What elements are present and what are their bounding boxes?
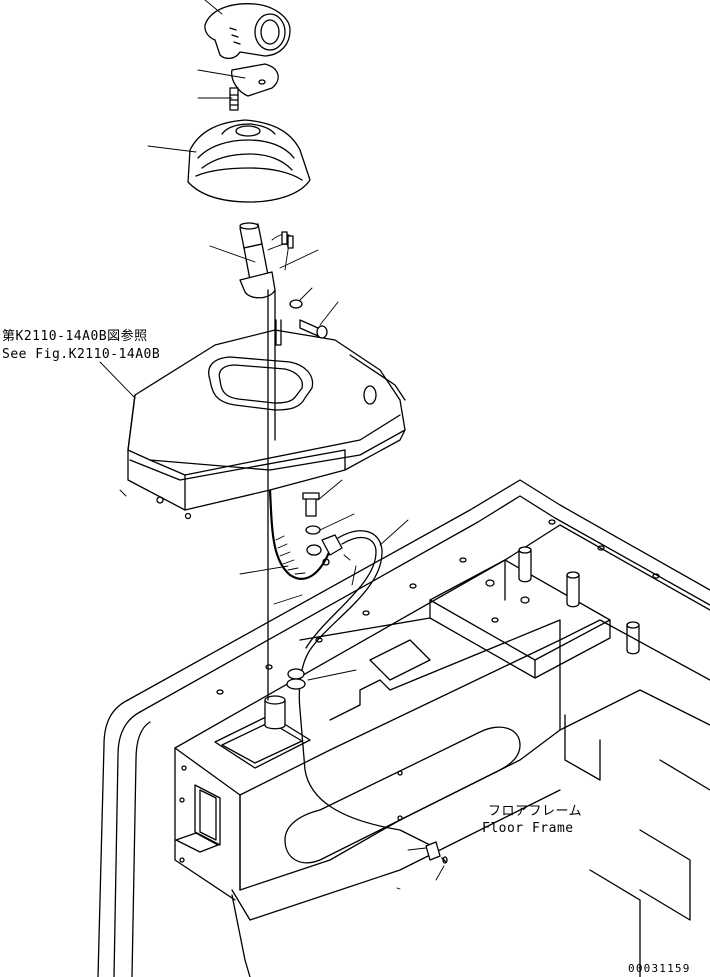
washer bbox=[289, 299, 303, 309]
console-cover bbox=[119, 329, 406, 520]
harness-washer bbox=[305, 525, 321, 535]
floor-frame-label-jp: フロアフレーム bbox=[488, 804, 582, 819]
drawing-number: 00031159 bbox=[628, 962, 691, 975]
wire-harness bbox=[268, 489, 448, 864]
floor-frame-label-en: Floor Frame bbox=[482, 821, 574, 836]
lever-boot bbox=[187, 119, 311, 203]
floor-frame bbox=[97, 479, 710, 977]
reference-note-en: See Fig.K2110-14A0B bbox=[2, 347, 160, 362]
lever-knob bbox=[204, 3, 291, 60]
lever-bolt bbox=[299, 319, 319, 337]
knob-bolt bbox=[229, 87, 239, 111]
control-lever bbox=[239, 222, 294, 701]
reference-note-jp: 第K2110-14A0B図参照 bbox=[2, 328, 148, 344]
harness-bolt bbox=[305, 496, 317, 517]
leader-lines bbox=[99, 0, 445, 890]
knob-plate bbox=[231, 63, 279, 97]
